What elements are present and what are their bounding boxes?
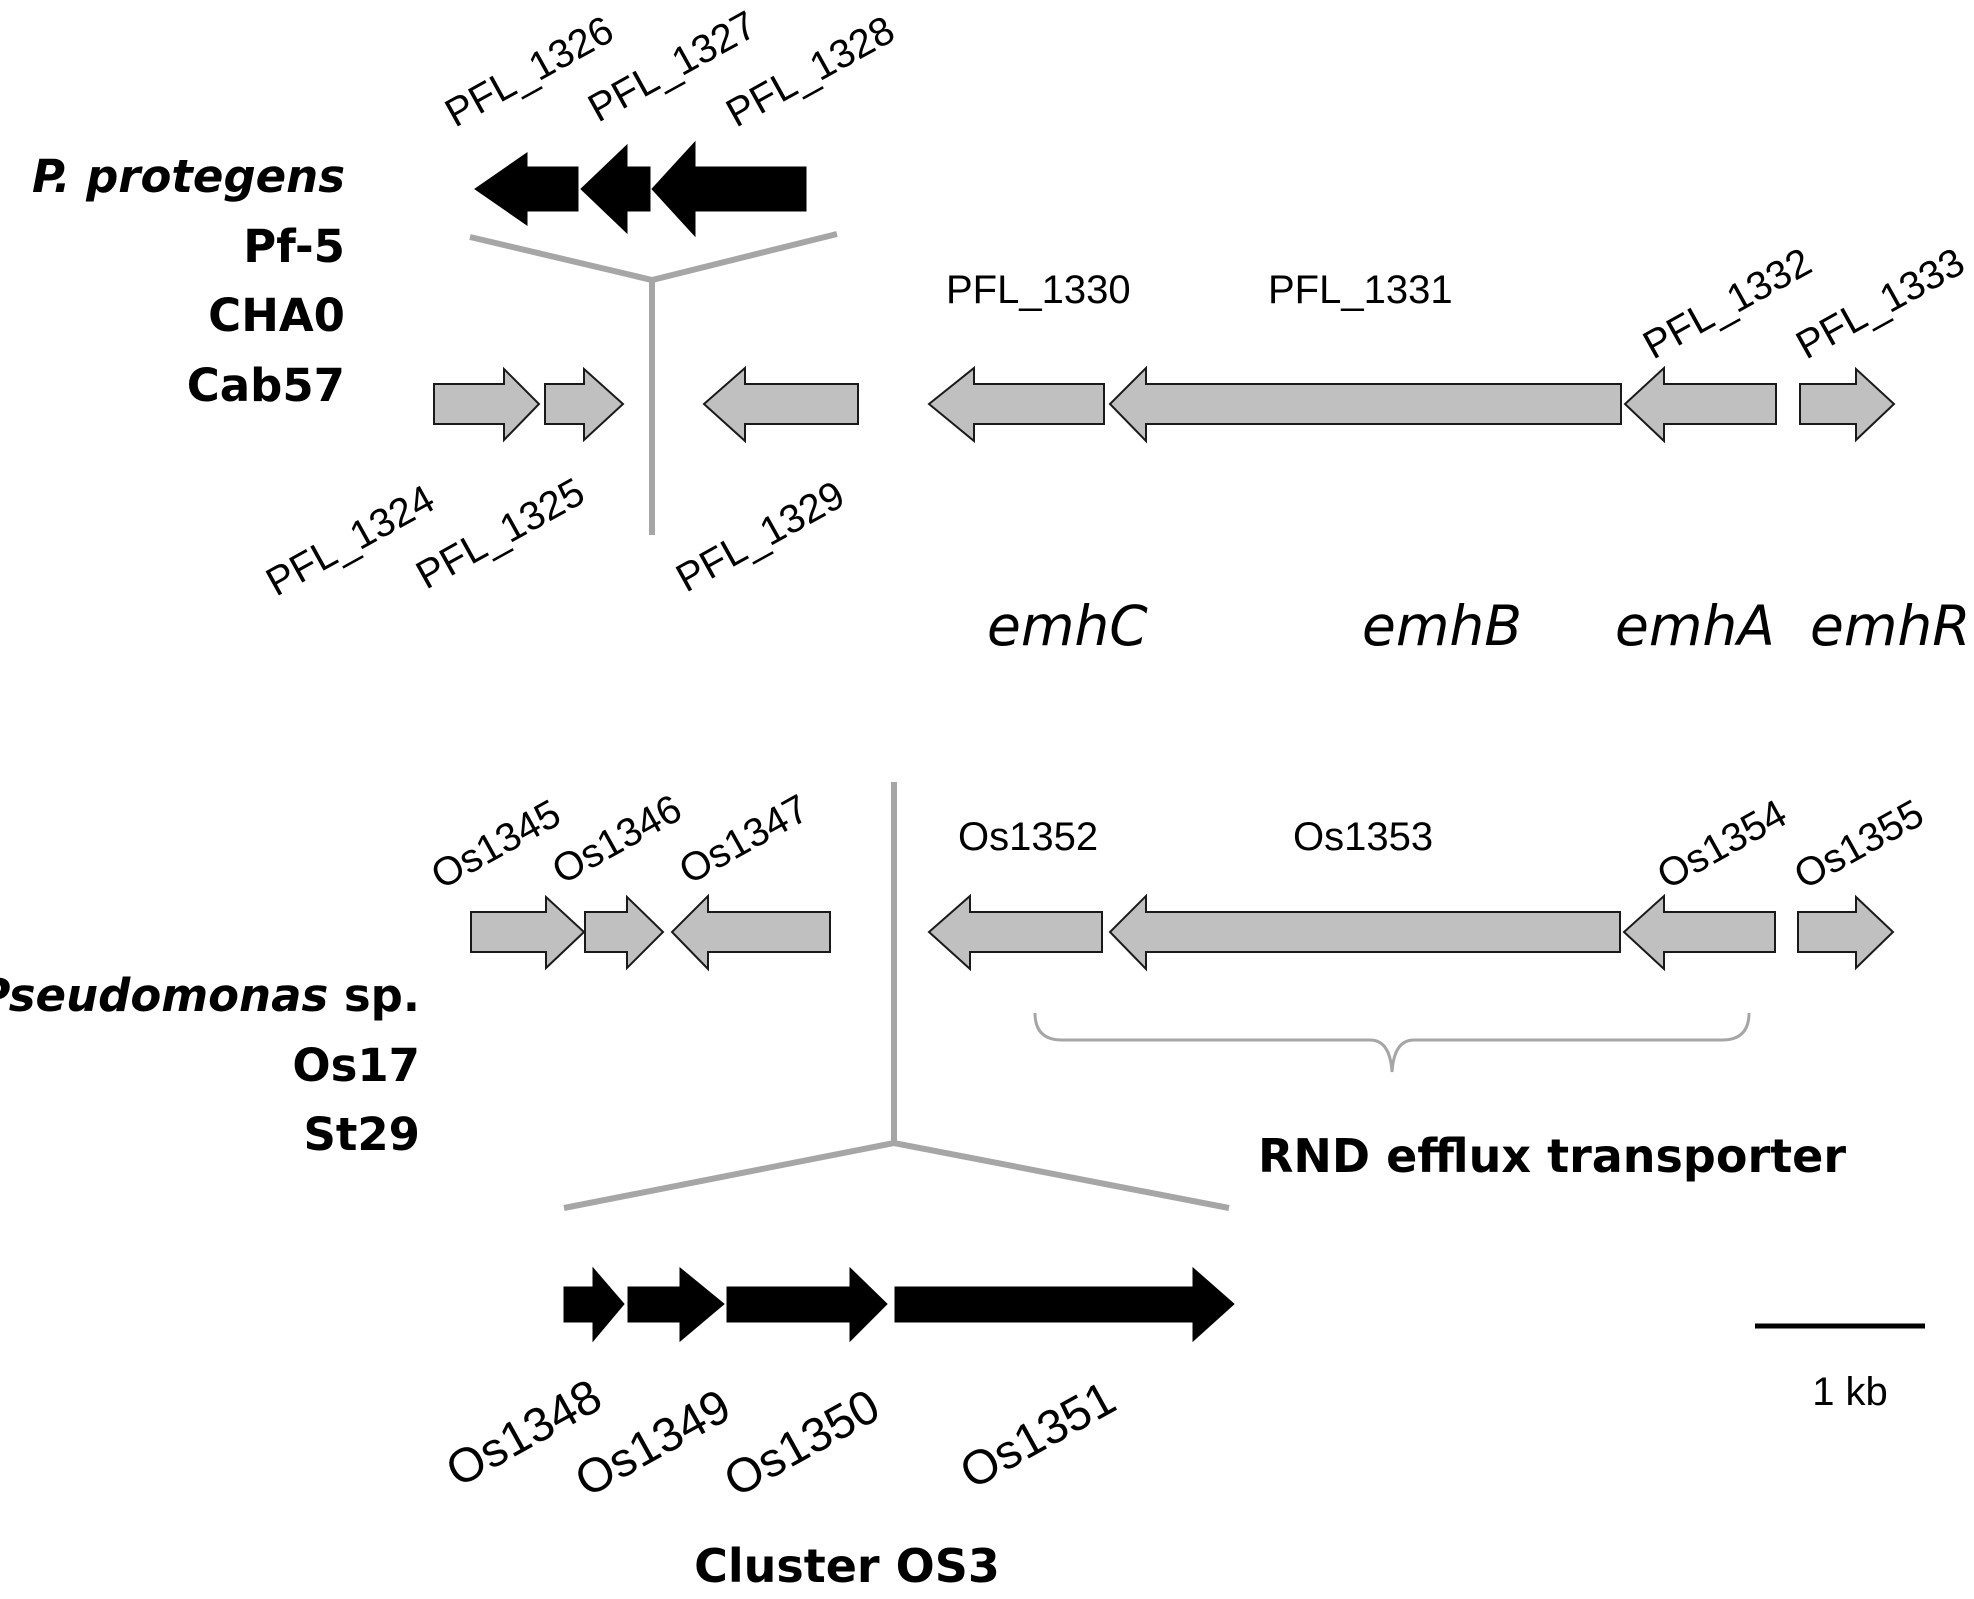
gene-label-os1345: Os1345 [424, 791, 568, 897]
insertion-guide-top [469, 231, 838, 535]
gene-label-pfl1325: PFL_1325 [409, 470, 592, 598]
strain-label-os17: Os17 [292, 1039, 420, 1092]
gene-arrow-os1348 [563, 1266, 625, 1343]
gene-label-os1352: Os1352 [958, 815, 1098, 859]
strain-label-cab57: Cab57 [187, 359, 345, 412]
bottom-gene-row [470, 893, 1895, 972]
species-label-protegens: P. protegens [32, 150, 345, 203]
gene-arrow-os1354 [1622, 893, 1776, 972]
gene-arrow-pfl1332 [1623, 365, 1777, 444]
gene-label-pfl1329: PFL_1329 [669, 473, 852, 601]
gene-label-pfl1330: PFL_1330 [946, 268, 1131, 312]
gene-arrow-pfl1325 [544, 366, 625, 443]
gene-label-os1351: Os1351 [952, 1372, 1125, 1500]
rnd-brace [1033, 1012, 1751, 1073]
gene-label-os1346: Os1346 [545, 786, 689, 892]
gene-name-emhB: emhB [1362, 594, 1522, 658]
top-insert-arrows [474, 140, 807, 238]
gene-arrow-os1347 [670, 893, 831, 972]
scale-bar-label: 1 kb [1812, 1370, 1888, 1414]
gene-arrow-pfl1330 [927, 365, 1105, 444]
gene-arrow-os1353 [1108, 893, 1621, 972]
strain-label-cha0: CHA0 [208, 289, 345, 342]
gene-arrow-os1349 [627, 1266, 725, 1343]
gene-arrow-pfl1329 [702, 365, 859, 444]
gene-arrow-pfl1333 [1799, 366, 1896, 443]
top-gene-row [433, 365, 1896, 444]
gene-label-os1355: Os1355 [1787, 791, 1931, 897]
species-label-pseudomonas: Pseudomonas sp. [0, 969, 420, 1022]
gene-label-os1353: Os1353 [1293, 815, 1433, 859]
gene-arrow-os1345 [470, 894, 586, 971]
gene-arrow-os1351 [894, 1266, 1235, 1343]
gene-arrow-os1346 [584, 894, 665, 971]
gene-arrow-pfl1324 [433, 366, 541, 443]
cluster-os3-label: Cluster OS3 [694, 1539, 1000, 1593]
gene-name-emhR: emhR [1810, 594, 1971, 658]
gene-arrow-pfl1327 [580, 143, 651, 235]
strain-label-pf5: Pf-5 [243, 220, 345, 273]
gene-label-pfl1331: PFL_1331 [1268, 268, 1453, 312]
gene-arrow-pfl1331 [1108, 365, 1622, 444]
insertion-guide-bottom [563, 782, 1230, 1211]
gene-arrow-os1355 [1797, 894, 1895, 971]
gene-label-os1354: Os1354 [1650, 791, 1794, 897]
gene-label-pfl1324: PFL_1324 [259, 477, 442, 605]
strain-label-st29: St29 [303, 1108, 420, 1161]
gene-label-pfl1332: PFL_1332 [1636, 240, 1819, 368]
gene-name-emhA: emhA [1615, 594, 1775, 658]
gene-label-os1350: Os1350 [716, 1380, 889, 1508]
cluster-os3-arrows [563, 1266, 1235, 1343]
gene-arrow-pfl1328 [651, 140, 807, 238]
gene-arrow-pfl1326 [474, 152, 579, 226]
gene-label-os1347: Os1347 [672, 786, 816, 892]
gene-arrow-os1352 [927, 893, 1103, 972]
species-label-suffix: sp. [328, 969, 420, 1022]
rnd-efflux-label: RND efflux transporter [1258, 1129, 1846, 1183]
gene-arrow-os1350 [726, 1266, 888, 1343]
gene-name-emhC: emhC [987, 594, 1148, 658]
gene-label-pfl1333: PFL_1333 [1789, 240, 1972, 368]
species-label-genus: Pseudomonas [0, 969, 328, 1022]
